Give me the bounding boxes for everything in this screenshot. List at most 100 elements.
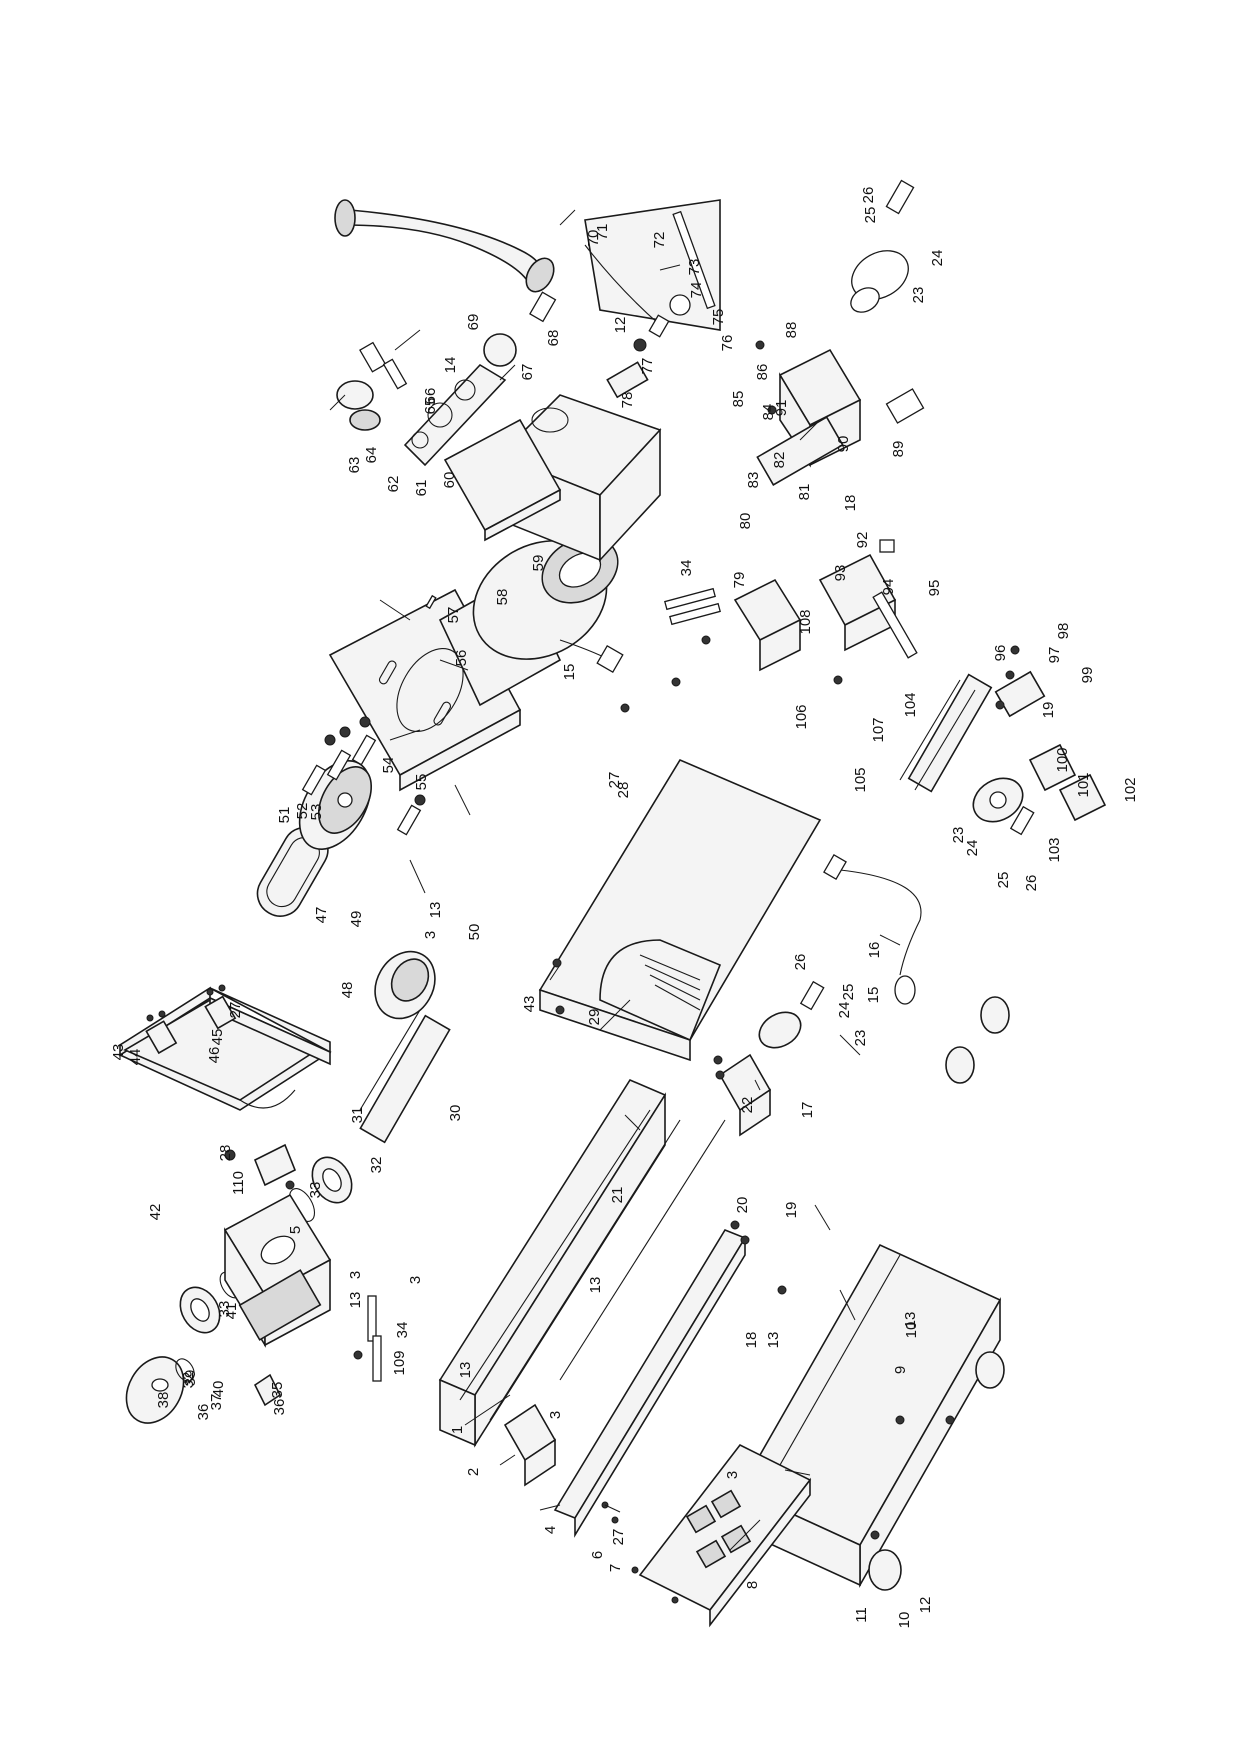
part-callout-13: 13 [902, 1312, 919, 1329]
part-callout-15: 15 [561, 664, 578, 681]
rubber-feet-part [868, 996, 1010, 1591]
part-callout-12: 12 [917, 1597, 934, 1614]
headstock-cover-part [118, 986, 332, 1111]
part-callout-74: 74 [688, 282, 705, 299]
part-callout-43: 43 [110, 1044, 127, 1061]
spindle-part [359, 1009, 451, 1144]
cross-slide-part [756, 179, 925, 486]
control-knobs-part [336, 333, 517, 431]
part-callout-53: 53 [308, 804, 325, 821]
part-callout-67: 67 [519, 364, 536, 381]
chuck-part [374, 950, 436, 1020]
part-callout-101: 101 [1075, 772, 1092, 797]
compound-slide-part [818, 539, 918, 659]
leader-lines [329, 209, 901, 1551]
valve-assembly-part [606, 294, 691, 399]
part-callout-24: 24 [964, 840, 981, 857]
bearing-part [179, 1156, 353, 1334]
part-callout-99: 99 [1079, 667, 1096, 684]
part-callout-3: 3 [422, 931, 439, 939]
part-callout-60: 60 [441, 472, 458, 489]
part-callout-31: 31 [349, 1107, 366, 1124]
part-callout-107: 107 [870, 717, 887, 742]
part-callout-5: 5 [287, 1226, 304, 1234]
part-callout-25: 25 [995, 872, 1012, 889]
spindle-pulley-part [125, 1356, 195, 1424]
hose-fitting-part [596, 644, 624, 674]
part-callout-82: 82 [771, 452, 788, 469]
part-callout-96: 96 [992, 645, 1009, 662]
part-callout-43: 43 [521, 996, 538, 1013]
part-callout-26: 26 [1023, 875, 1040, 892]
bracket-set-part [994, 670, 1107, 822]
coolant-hose-part [334, 199, 557, 323]
part-callout-70: 70 [585, 230, 602, 247]
part-callout-11: 11 [853, 1607, 870, 1623]
part-callout-57: 57 [445, 607, 462, 624]
part-callout-30: 30 [447, 1105, 464, 1122]
part-callout-13: 13 [427, 902, 444, 919]
headstock-part [223, 1193, 332, 1348]
part-callout-83: 83 [745, 472, 762, 489]
part-callout-6: 6 [589, 1551, 606, 1559]
part-callout-18: 18 [842, 495, 859, 512]
part-callout-27: 27 [606, 772, 623, 789]
part-callout-14: 14 [442, 357, 459, 374]
part-callout-50: 50 [466, 924, 483, 941]
part-callout-13: 13 [587, 1277, 604, 1294]
part-callout-35: 35 [269, 1382, 286, 1399]
part-callout-100: 100 [1054, 747, 1071, 772]
part-callout-108: 108 [797, 609, 814, 634]
lathe-bed-part [438, 1078, 681, 1448]
electrical-panel-part [638, 1443, 812, 1628]
part-callout-23: 23 [950, 827, 967, 844]
part-callout-26: 26 [792, 954, 809, 971]
part-callout-94: 94 [880, 579, 897, 596]
part-callout-34: 34 [394, 1322, 411, 1339]
part-callout-23: 23 [910, 287, 927, 304]
part-callout-77: 77 [639, 358, 656, 375]
part-callout-41: 41 [223, 1303, 240, 1320]
part-callout-34: 34 [678, 560, 695, 577]
control-panel-part [403, 363, 507, 467]
part-callout-36: 36 [195, 1404, 212, 1421]
part-callout-68: 68 [545, 330, 562, 347]
part-callout-3: 3 [547, 1411, 564, 1419]
tailstock-screw-part [899, 673, 993, 793]
part-callout-47: 47 [313, 907, 330, 924]
part-callout-42: 42 [147, 1204, 164, 1221]
part-callout-23: 23 [852, 1030, 869, 1047]
part-callout-66: 66 [422, 388, 439, 405]
part-callout-13: 13 [347, 1292, 364, 1309]
part-callout-104: 104 [902, 692, 919, 717]
part-callout-76: 76 [719, 335, 736, 352]
part-callout-13: 13 [457, 1362, 474, 1379]
motor-plate-bolts [301, 716, 426, 836]
carriage-block-part [718, 980, 825, 1137]
part-callout-27: 27 [227, 1002, 244, 1019]
part-callout-61: 61 [413, 480, 430, 497]
part-callout-25: 25 [862, 207, 879, 224]
part-callout-29: 29 [586, 1009, 603, 1026]
part-callout-75: 75 [710, 309, 727, 326]
part-callout-27: 27 [610, 1529, 627, 1546]
part-callout-40: 40 [210, 1381, 227, 1398]
part-callout-56: 56 [453, 650, 470, 667]
part-callout-24: 24 [836, 1002, 853, 1019]
handwheel-part [972, 777, 1035, 836]
part-callout-86: 86 [754, 364, 771, 381]
part-callout-28: 28 [217, 1145, 234, 1162]
part-callout-93: 93 [832, 565, 849, 582]
part-callout-71: 71 [594, 224, 611, 241]
part-callout-21: 21 [609, 1187, 626, 1204]
part-callout-49: 49 [348, 911, 365, 928]
part-callout-4: 4 [542, 1526, 559, 1534]
part-callout-18: 18 [743, 1332, 760, 1349]
hinge-bracket-part [145, 984, 237, 1055]
part-callout-98: 98 [1055, 623, 1072, 640]
part-callout-51: 51 [276, 807, 293, 824]
part-callout-69: 69 [465, 314, 482, 331]
part-callout-81: 81 [796, 484, 813, 501]
part-callout-103: 103 [1046, 837, 1063, 862]
